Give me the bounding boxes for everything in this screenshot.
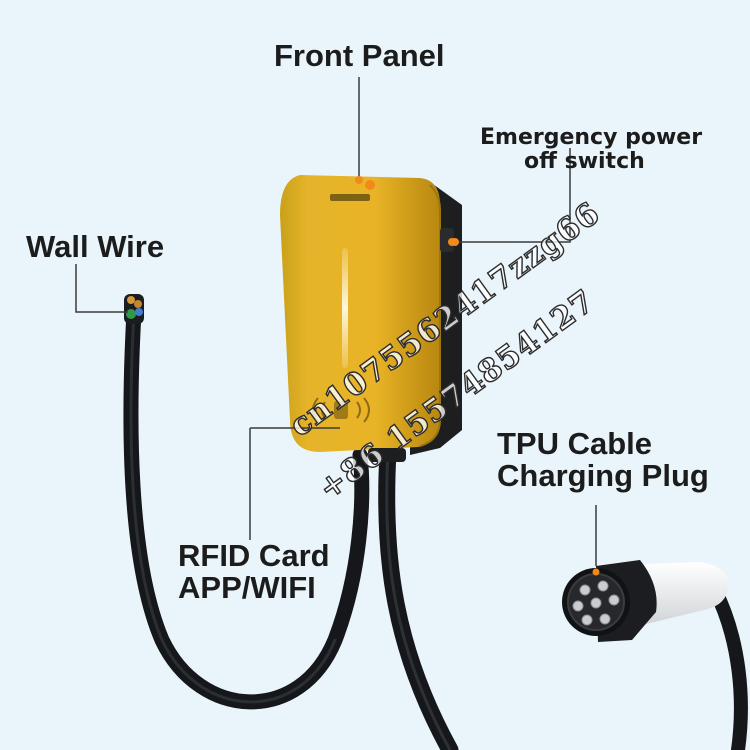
charging-plug bbox=[562, 560, 728, 642]
type2-connector-pins bbox=[572, 580, 620, 626]
callout-rfid-line1: RFID Card bbox=[178, 538, 330, 573]
charger-unit bbox=[280, 175, 462, 462]
callout-emergency-switch: Emergency power off switch bbox=[480, 126, 702, 174]
callout-tpu-line2: Charging Plug bbox=[497, 457, 709, 493]
callout-rfid-line2: APP/WIFI bbox=[178, 569, 316, 605]
callout-emergency-line2: off switch bbox=[524, 148, 645, 174]
callout-emergency-line1: Emergency power bbox=[480, 125, 703, 150]
callout-wall-wire: Wall Wire bbox=[26, 229, 165, 264]
wall-cable bbox=[123, 304, 370, 710]
brand-logo bbox=[330, 194, 370, 201]
callout-rfid: RFID Card APP/WIFI bbox=[178, 540, 330, 603]
callout-front-panel: Front Panel bbox=[274, 38, 445, 73]
callout-tpu-cable: TPU Cable Charging Plug bbox=[497, 428, 709, 491]
leader-dots bbox=[355, 176, 459, 246]
emergency-switch bbox=[440, 228, 454, 252]
callout-tpu-line1: TPU Cable bbox=[497, 426, 653, 461]
charging-cable bbox=[378, 443, 748, 750]
leader-lines bbox=[75, 77, 597, 566]
contactless-card-icon bbox=[312, 397, 370, 423]
wall-wire-tips bbox=[124, 294, 144, 324]
